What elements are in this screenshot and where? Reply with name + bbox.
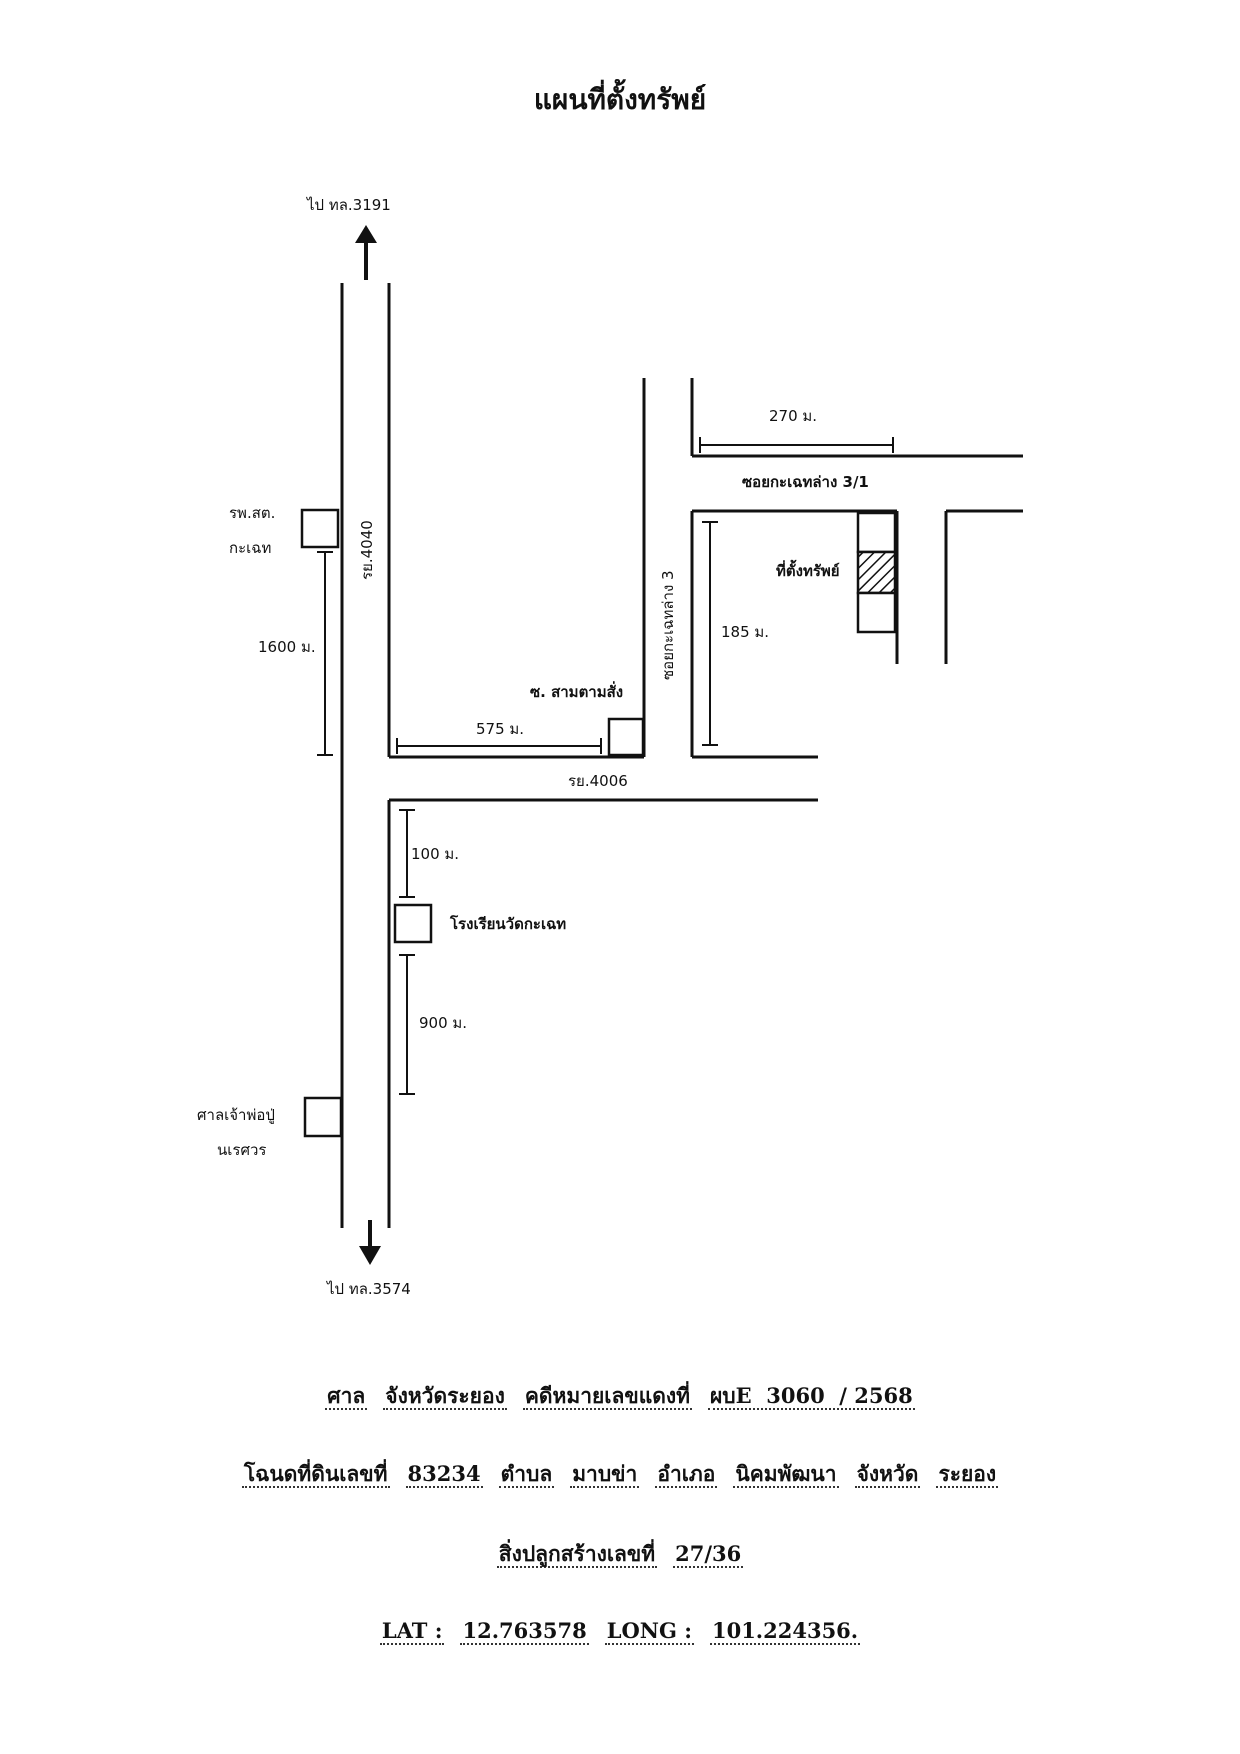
cross-road (389, 755, 818, 802)
deed-label: โฉนดที่ดินเลขที่ (241, 1461, 390, 1488)
distance-185-label: 185 ม. (721, 623, 769, 641)
shop-box (607, 717, 645, 757)
school-label: โรงเรียนวัดกะเฉท (449, 914, 566, 933)
court-value: จังหวัดระยอง (383, 1383, 507, 1410)
amphoe-label: อำเภอ (655, 1461, 718, 1488)
soi-3-label: ซอยกะเฉทล่าง 3 (659, 570, 677, 680)
health-center-label: รพ.สต. (229, 504, 275, 522)
tambon-value: มาบข่า (570, 1461, 640, 1488)
tambon-label: ตำบล (498, 1461, 555, 1488)
shop-label: ซ. สามตามสั่ง (530, 681, 623, 701)
bottom-direction-label: ไป ทล.3574 (326, 1280, 411, 1298)
main-road (340, 283, 391, 1228)
province-label: จังหวัด (854, 1461, 921, 1488)
soi-3-1-road (692, 454, 1023, 664)
deed-value: 83234 (405, 1461, 483, 1488)
court-case-line: ศาล จังหวัดระยอง คดีหมายเลขแดงที่ ผบE 3060 … (0, 1380, 1240, 1413)
health-center-label-2: กะเฉท (229, 539, 271, 557)
deed-line: โฉนดที่ดินเลขที่ 83234 ตำบล มาบข่า อำเภอ นิคม… (0, 1458, 1240, 1491)
long-value: 101.224356. (709, 1618, 861, 1645)
long-label: LONG : (604, 1618, 694, 1645)
parcel-bottom (856, 591, 897, 634)
main-road-label: รย.4040 (358, 520, 376, 580)
amphoe-value: นิคมพัฒนา (733, 1461, 839, 1488)
hatched-property-icon (856, 550, 897, 595)
case-label: คดีหมายเลขแดงที่ (522, 1383, 692, 1410)
building-label: สิ่งปลูกสร้างเลขที่ (496, 1541, 658, 1568)
school-box (393, 903, 433, 944)
health-center-box (300, 508, 340, 549)
building-value: 27/36 (673, 1541, 744, 1568)
arrow-down-icon (359, 1220, 381, 1265)
distance-575-label: 575 ม. (476, 720, 524, 738)
lat-value: 12.763578 (460, 1618, 589, 1645)
soi-3-road (642, 378, 818, 759)
distance-270-label: 270 ม. (769, 407, 817, 425)
distance-1600-label: 1600 ม. (258, 638, 316, 656)
lat-label: LAT : (379, 1618, 445, 1645)
cross-road-label: รย.4006 (568, 772, 628, 790)
province-value: ระยอง (936, 1461, 999, 1488)
soi-3-1-label: ซอยกะเฉทล่าง 3/1 (742, 473, 869, 491)
shrine-box (303, 1096, 343, 1138)
coordinates-line: LAT : 12.763578 LONG : 101.224356. (0, 1618, 1240, 1645)
court-label: ศาล (325, 1383, 368, 1410)
page-title: แผนที่ตั้งทรัพย์ (533, 83, 707, 116)
property-label: ที่ตั้งทรัพย์ (776, 559, 840, 580)
building-line: สิ่งปลูกสร้างเลขที่ 27/36 (0, 1538, 1240, 1571)
case-value: ผบE 3060 / 2568 (707, 1383, 915, 1410)
shrine-label-2: นเรศวร (217, 1141, 266, 1159)
shrine-label: ศาลเจ้าพ่อปู่ (197, 1106, 275, 1124)
parcel-top (856, 511, 897, 554)
distance-100-label: 100 ม. (411, 845, 459, 863)
dimension-lines (317, 437, 894, 1095)
arrow-up-icon (355, 225, 377, 280)
top-direction-label: ไป ทล.3191 (306, 196, 391, 214)
distance-900-label: 900 ม. (419, 1014, 467, 1032)
